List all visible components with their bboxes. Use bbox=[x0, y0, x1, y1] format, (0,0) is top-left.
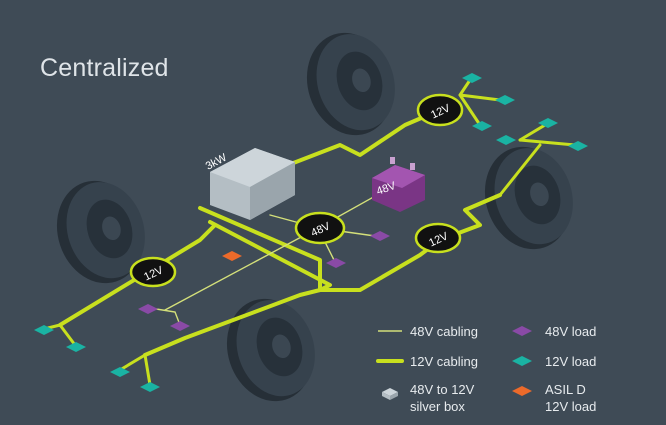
legend-silver-box-line1: 48V to 12V bbox=[410, 382, 475, 397]
legend: 48V cabling 12V cabling 48V to 12V silve… bbox=[376, 324, 596, 414]
legend-silver-box-swatch bbox=[382, 388, 398, 400]
legend-12v-cabling-label: 12V cabling bbox=[410, 354, 478, 369]
hub-12v-left: 12V bbox=[129, 256, 177, 288]
hub-12v-right: 12V bbox=[414, 222, 462, 254]
legend-48v-load-label: 48V load bbox=[545, 324, 596, 339]
hub-12v-top-right: 12V bbox=[416, 93, 464, 127]
load-12v-item bbox=[568, 141, 588, 151]
load-12v-item bbox=[472, 121, 492, 131]
load-12v-item bbox=[496, 135, 516, 145]
load-48v-item bbox=[370, 231, 390, 241]
legend-48v-cabling-label: 48V cabling bbox=[410, 324, 478, 339]
load-asil-d bbox=[222, 251, 242, 261]
load-12v-item bbox=[140, 382, 160, 392]
wheel-front-left bbox=[293, 20, 408, 147]
legend-12v-load-swatch bbox=[512, 356, 532, 366]
load-12v-item bbox=[34, 325, 54, 335]
cabling-12v bbox=[58, 108, 502, 357]
legend-48v-load-swatch bbox=[512, 326, 532, 336]
load-48v-item bbox=[170, 321, 190, 331]
page-title: Centralized bbox=[40, 54, 169, 82]
load-12v-item bbox=[538, 118, 558, 128]
load-12v-group bbox=[34, 73, 588, 392]
battery-48v: 48V bbox=[372, 157, 425, 212]
silver-box: 3kW bbox=[204, 148, 295, 220]
load-12v-item bbox=[462, 73, 482, 83]
hub-48v-center: 48V bbox=[294, 211, 346, 245]
legend-asil-line2: 12V load bbox=[545, 399, 596, 414]
load-12v-item bbox=[110, 367, 130, 377]
load-48v-group bbox=[138, 231, 390, 331]
load-12v-item bbox=[66, 342, 86, 352]
legend-12v-load-label: 12V load bbox=[545, 354, 596, 369]
load-12v-item bbox=[495, 95, 515, 105]
legend-asil-swatch bbox=[512, 386, 532, 396]
load-12v-branches bbox=[38, 78, 577, 387]
legend-silver-box-line2: silver box bbox=[410, 399, 465, 414]
legend-asil-line1: ASIL D bbox=[545, 382, 586, 397]
load-48v-item bbox=[138, 304, 158, 314]
load-48v-item bbox=[326, 258, 346, 268]
